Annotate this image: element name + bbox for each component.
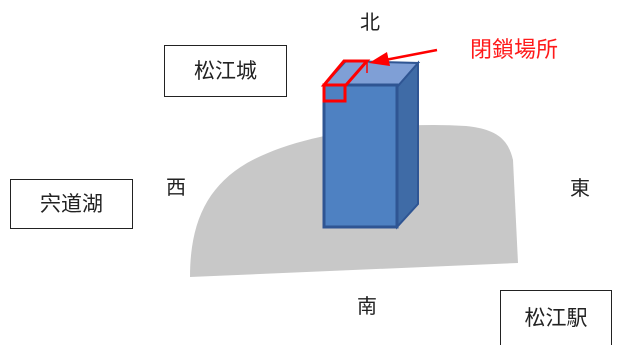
east-label: 東 bbox=[570, 176, 590, 200]
south-label: 南 bbox=[357, 294, 377, 318]
north-label: 北 bbox=[360, 10, 380, 34]
closed-area-front-highlight bbox=[322, 83, 347, 103]
callout-arrow-line bbox=[384, 48, 438, 62]
lake-landmark: 宍道湖 bbox=[10, 179, 133, 229]
callout-arrowhead bbox=[369, 52, 390, 66]
building-side bbox=[396, 60, 419, 230]
closed-location-label: 閉鎖場所 bbox=[470, 38, 559, 63]
west-label: 西 bbox=[166, 175, 186, 199]
station-landmark: 松江駅 bbox=[500, 290, 612, 345]
castle-landmark: 松江城 bbox=[164, 45, 287, 97]
building-front bbox=[322, 83, 399, 229]
